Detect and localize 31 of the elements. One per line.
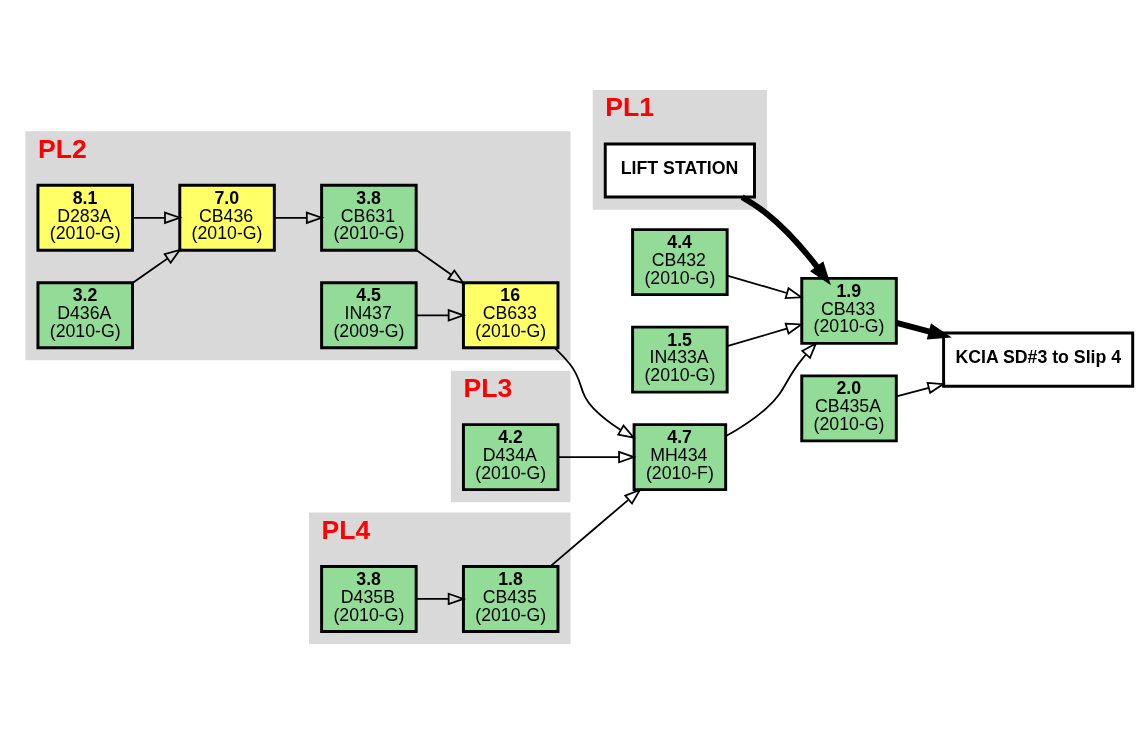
node-box: 1.9 CB433 (2010-G) xyxy=(800,276,898,345)
node-box: 4.7 MH434 (2010-F) xyxy=(632,423,728,492)
node-box: 4.4 CB432 (2010-G) xyxy=(631,228,729,297)
node-box: 8.1 D283A (2010-G) xyxy=(36,183,134,252)
node-box: 1.5 IN433A (2010-G) xyxy=(631,325,729,394)
node-box: 3.8 D435B (2010-G) xyxy=(320,564,418,633)
node-box: 7.0 CB436 (2010-G) xyxy=(178,183,276,252)
node-box: 3.8 CB631 (2010-G) xyxy=(320,183,418,252)
arrow xyxy=(895,381,946,398)
arrow xyxy=(415,249,466,285)
node-box: 16 CB633 (2010-G) xyxy=(461,281,560,350)
arrow xyxy=(726,322,804,348)
arrow xyxy=(895,320,952,340)
node-box: 4.5 IN437 (2009-G) xyxy=(320,281,418,350)
arrow xyxy=(415,592,467,606)
arrow xyxy=(549,488,642,568)
arrow xyxy=(725,341,818,437)
arrow xyxy=(415,308,467,322)
arrow xyxy=(726,274,804,300)
arrow xyxy=(554,347,636,439)
arrow xyxy=(557,450,637,464)
node-box: 3.2 D436A (2010-G) xyxy=(36,281,134,350)
arrow xyxy=(131,248,182,284)
arrow xyxy=(131,211,183,225)
node-box: 1.8 CB435 (2010-G) xyxy=(461,564,560,633)
node-box: 4.2 D434A (2010-G) xyxy=(461,423,560,492)
node-box: KCIA SD#3 to Slip 4 xyxy=(942,331,1135,388)
node-box: LIFT STATION xyxy=(603,142,756,199)
arrow xyxy=(740,194,831,286)
arrow xyxy=(273,211,325,225)
node-box: 2.0 CB435A (2010-G) xyxy=(800,374,898,443)
